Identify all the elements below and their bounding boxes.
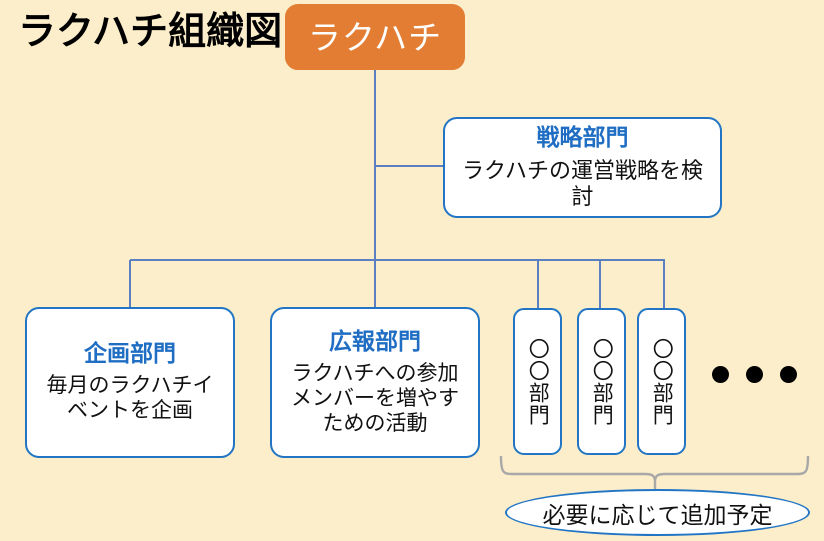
- org-node-root[interactable]: ラクハチ: [285, 4, 465, 70]
- org-node-placeholder-3-label: 〇〇部門: [650, 337, 674, 426]
- note-callout[interactable]: 必要に応じて追加予定: [505, 489, 810, 536]
- org-node-planning-description-line: 毎月のラクハチイ: [46, 374, 214, 398]
- org-node-planning-description: 毎月のラクハチイ ベントを企画: [47, 374, 214, 424]
- org-node-planning[interactable]: 企画部門 毎月のラクハチイ ベントを企画: [25, 307, 235, 458]
- note-callout-text: 必要に応じて追加予定: [542, 501, 773, 528]
- org-node-pr[interactable]: 広報部門 ラクハチへの参加 メンバーを増やす ための活動: [270, 307, 480, 458]
- org-node-strategy-title: 戦略部門: [536, 124, 629, 151]
- org-node-placeholder-1[interactable]: 〇〇部門: [513, 308, 562, 455]
- org-node-placeholder-3[interactable]: 〇〇部門: [637, 308, 686, 455]
- ellipsis-dot: [712, 366, 729, 383]
- ellipsis-dots-icon: [712, 366, 797, 383]
- org-node-root-label: ラクハチ: [307, 18, 443, 56]
- org-node-planning-title: 企画部門: [84, 340, 176, 367]
- ellipsis-dot: [780, 366, 797, 383]
- org-node-placeholder-1-label: 〇〇部門: [526, 337, 550, 426]
- org-node-pr-description-line: メンバーを増やす: [291, 386, 459, 410]
- org-node-pr-description-line: ラクハチへの参加: [291, 362, 459, 385]
- page-title: ラクハチ組織図: [18, 11, 283, 53]
- org-node-planning-description-line: ベントを企画: [66, 399, 193, 423]
- org-node-strategy-description: ラクハチの運営戦略を検討: [462, 157, 703, 209]
- org-node-pr-description-line: ための活動: [322, 411, 428, 435]
- org-node-placeholder-2-label: 〇〇部門: [590, 337, 614, 426]
- org-node-placeholder-2[interactable]: 〇〇部門: [577, 308, 626, 455]
- grouping-brace: [499, 455, 810, 483]
- org-node-pr-description: ラクハチへの参加 メンバーを増やす ための活動: [291, 362, 459, 436]
- org-node-pr-title: 広報部門: [329, 327, 421, 354]
- org-node-strategy[interactable]: 戦略部門 ラクハチの運営戦略を検討: [443, 117, 722, 218]
- ellipsis-dot: [746, 366, 763, 383]
